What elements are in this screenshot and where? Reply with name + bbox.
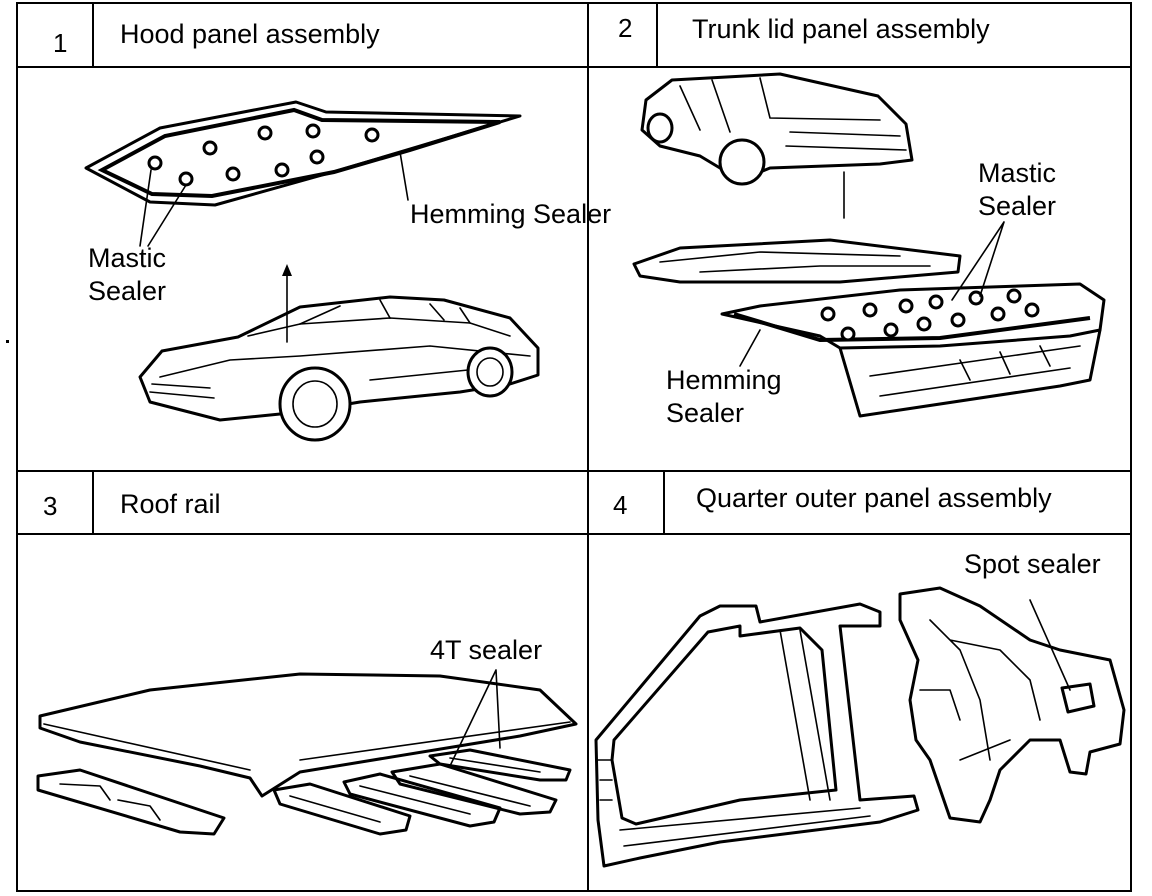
panel-1-number: 1 (53, 28, 68, 58)
roof-4t-sealer-label: 4T sealer (430, 635, 543, 665)
number-divider-1 (92, 2, 94, 66)
trunk-hemming-sealer-label: Hemming Sealer (666, 365, 782, 428)
trunk-mastic-sealer-dots (820, 288, 1040, 342)
panel-4-number: 4 (613, 490, 628, 520)
panel-4-title: Quarter outer panel assembly (696, 483, 1052, 513)
hood-mastic-sealer-label: Mastic Sealer (88, 243, 167, 306)
column-divider (587, 2, 589, 892)
panel-2-number: 2 (618, 13, 633, 43)
panel-1-title: Hood panel assembly (120, 19, 380, 49)
panel-3-title: Roof rail (120, 489, 221, 519)
trunk-mastic-sealer-label: Mastic Sealer (978, 158, 1057, 221)
number-divider-3 (92, 470, 94, 533)
panel-3-number: 3 (43, 491, 58, 521)
number-divider-4 (663, 470, 665, 533)
scan-speck (6, 340, 9, 343)
header-divider-top (16, 66, 1132, 68)
hood-hemming-sealer-label: Hemming Sealer (410, 199, 612, 229)
diagram-frame (16, 2, 1132, 892)
panel-2-title: Trunk lid panel assembly (692, 14, 990, 44)
header-divider-bottom (16, 533, 1132, 535)
row-divider (16, 470, 1132, 472)
spot-sealer-label: Spot sealer (964, 549, 1101, 579)
mastic-sealer-dots (147, 123, 380, 187)
number-divider-2 (656, 2, 658, 66)
